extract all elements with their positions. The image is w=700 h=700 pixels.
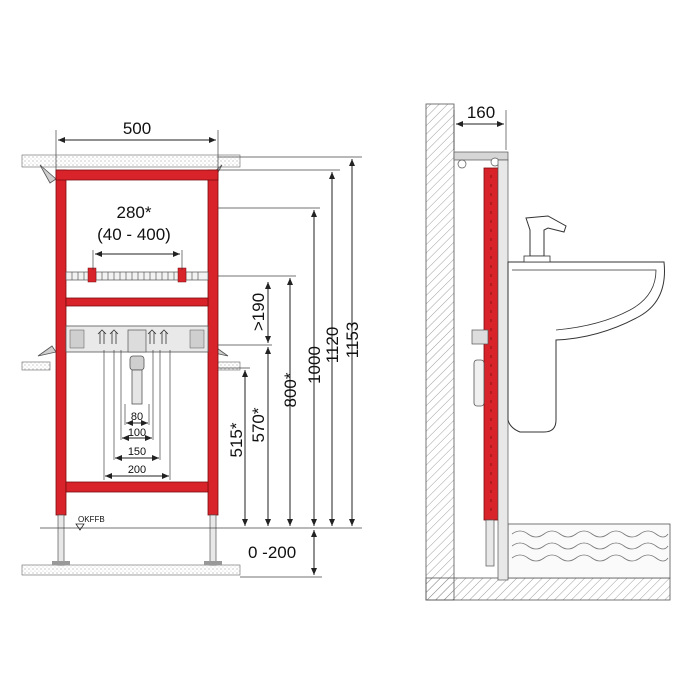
plate-end-left [69, 329, 85, 349]
front-view: OKFFB 500 280* (40 - 400) 80 100 1 [21, 119, 362, 578]
dim-h515: 515* [227, 422, 246, 457]
water-fittings [97, 329, 169, 344]
side-foot [485, 519, 495, 567]
plate-end-right [189, 329, 205, 349]
screed-wave-3 [511, 554, 669, 562]
wall-section [425, 103, 455, 601]
dim-h1153: 1153 [343, 322, 362, 359]
height-dim-lines [218, 156, 362, 578]
floor-slab [21, 564, 241, 576]
drain-housing [127, 329, 147, 353]
foot-plate-right [204, 561, 222, 565]
bracket-top-left [39, 164, 57, 184]
adjustment-rail [65, 271, 209, 281]
dim-depth: 160 [467, 103, 495, 122]
ceiling-slab [21, 154, 241, 168]
side-top-bolt-left [457, 159, 467, 169]
side-mounting-board [497, 159, 509, 581]
frame-left-upright [55, 169, 67, 516]
floor-section [425, 577, 671, 601]
side-view: 160 [425, 103, 671, 601]
dim-h1120: 1120 [323, 327, 342, 364]
dim-h1000: 1000 [305, 346, 324, 384]
foot-left [57, 514, 65, 566]
rail-clamp-right [177, 267, 187, 283]
side-top-bracket [453, 151, 509, 161]
mid-wall-slab-right [214, 361, 241, 371]
rail-clamp-left [87, 267, 97, 283]
screed-wave-1 [511, 530, 669, 538]
dim-spacing-main: 280* [117, 203, 152, 222]
drain-elbow [129, 355, 145, 371]
frame-top-bar [55, 169, 219, 181]
dim-h800: 800* [281, 372, 300, 407]
foot-right [209, 514, 217, 566]
dim-w150: 150 [128, 446, 146, 458]
bracket-mid-left [37, 345, 57, 357]
floor-screed [507, 523, 671, 579]
floor-marker [75, 523, 85, 531]
dim-floor-range: 0 -200 [248, 543, 296, 562]
faucet [525, 215, 567, 257]
dim-w200: 200 [128, 464, 146, 476]
dim-width: 500 [123, 119, 151, 138]
dim-h570: 570* [249, 407, 268, 442]
basin [507, 261, 665, 433]
dim-w100: 100 [128, 427, 146, 439]
basin-rim [512, 269, 657, 331]
faucet-base [523, 255, 551, 263]
side-trap [473, 359, 485, 407]
screed-wave-2 [511, 542, 669, 550]
dim-w80: 80 [131, 411, 143, 423]
frame-bottom-bar [65, 481, 209, 493]
foot-plate-left [52, 561, 70, 565]
side-connection-box [471, 329, 489, 345]
drain-width-dims [103, 350, 171, 480]
dim-spacing-range: (40 - 400) [97, 225, 171, 244]
mid-wall-slab-left [21, 361, 51, 371]
frame-mid-bar [65, 297, 209, 307]
drain-pipe [131, 369, 143, 405]
dim-min-height: >190 [249, 293, 268, 331]
frame-right-upright [207, 169, 219, 516]
floor-label: OKFFB [78, 515, 105, 524]
